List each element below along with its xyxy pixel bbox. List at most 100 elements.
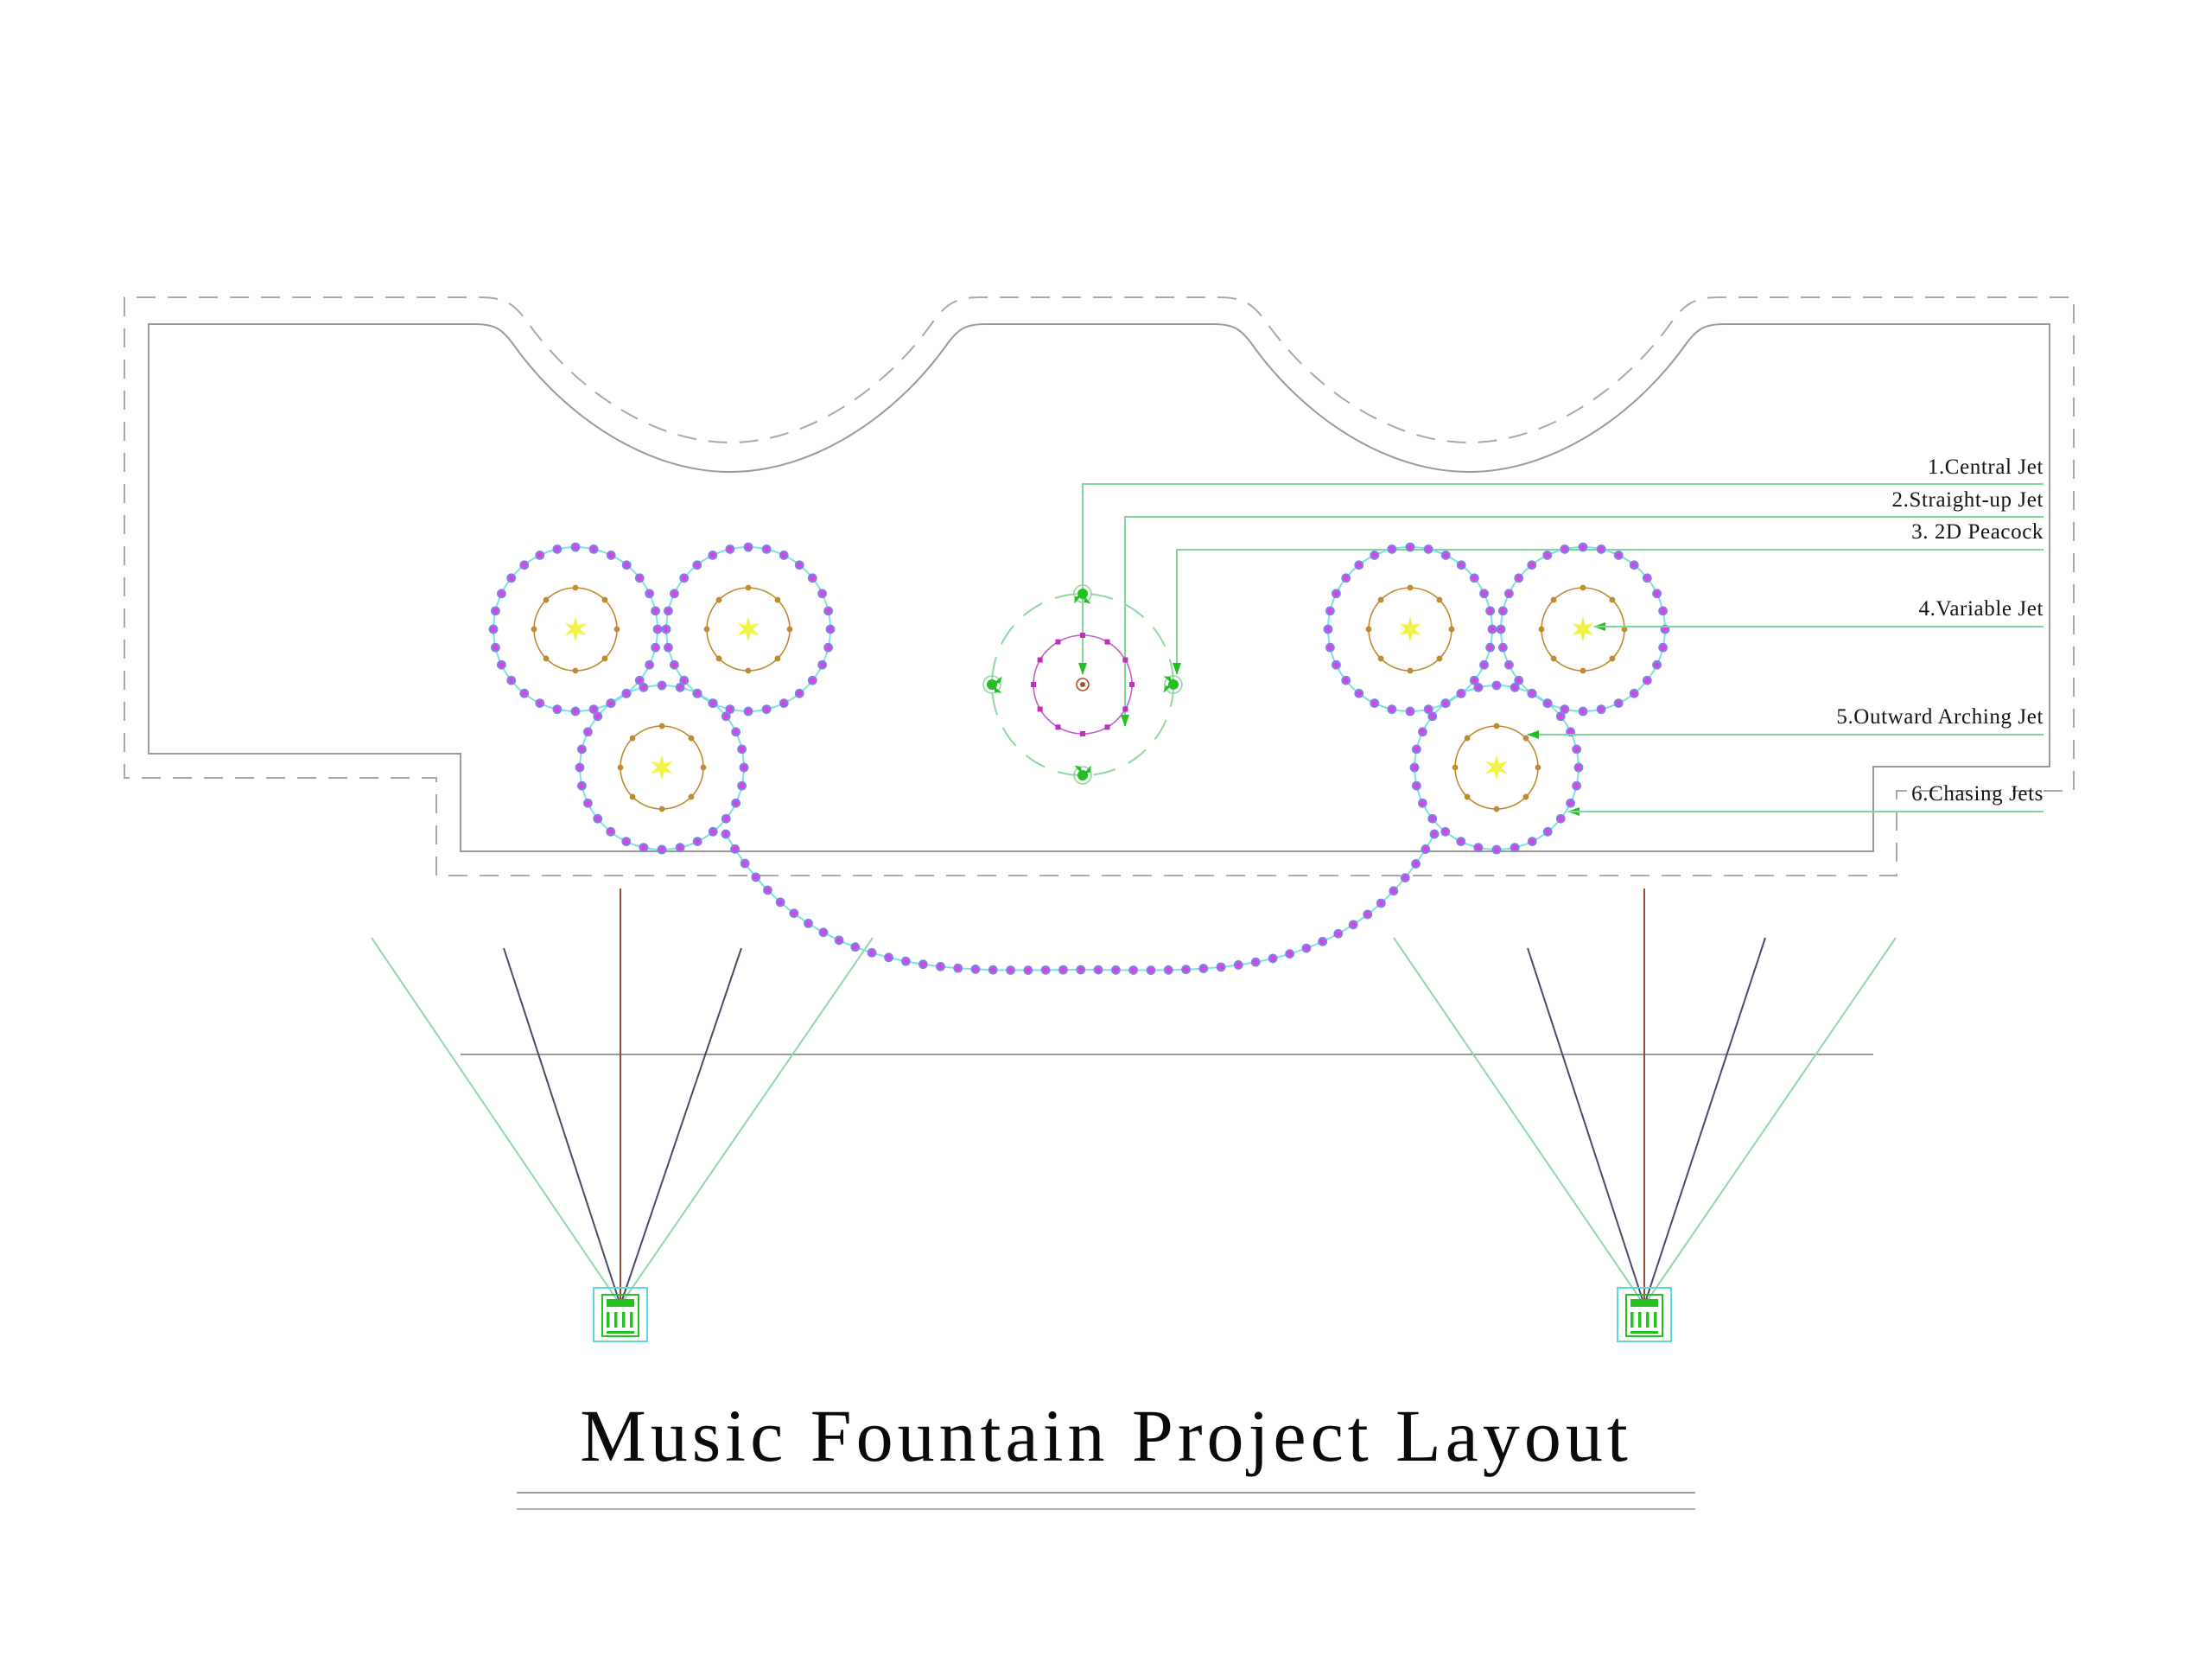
leader-central-jet [1078,483,1797,675]
fountain-ring-left-upper-right [661,542,836,717]
inner-ring-nozzle [715,655,722,662]
outer-ring-nozzle [1487,624,1497,634]
outer-ring-nozzle [670,589,679,599]
outer-ring-nozzle [575,762,585,773]
fountain-ring-left-lower [575,680,749,855]
chasing-jet-nozzle [763,885,772,895]
equipment-box-outline [593,1287,648,1342]
outer-ring-nozzle [725,704,735,715]
outer-ring-nozzle [1560,704,1570,715]
inner-ring-nozzle [572,667,579,674]
chasing-jet-nozzle [953,963,963,973]
chasing-jet-nozzle [988,965,998,975]
chasing-jet-nozzle [1040,965,1051,975]
inner-ring-nozzle [1550,596,1557,603]
equipment-slider-icon [1654,1312,1657,1328]
chasing-jet-nozzle [818,927,829,938]
inner-ring-nozzle [617,764,624,771]
legend-leader-lines [1078,483,2044,816]
outer-ring-nozzle [593,813,603,824]
inner-ring-nozzle [1452,764,1459,771]
beam-green-left-outer-r [620,937,874,1306]
outer-ring-nozzle [1473,843,1484,853]
outer-ring-nozzle [621,837,632,846]
chasing-jet-nozzle [1006,965,1015,975]
central-ring-nozzle [1104,724,1110,730]
outer-ring-nozzle [1469,675,1479,685]
outer-ring-nozzle [1629,560,1639,570]
inner-ring-nozzle [1493,723,1500,729]
leader-straight-up-jet [1121,516,1737,727]
outer-ring-nozzle [639,843,649,853]
right-control-box[interactable] [1617,1287,1672,1342]
node-halo [1164,675,1183,694]
inner-ring-nozzle [601,596,608,603]
central-fountain-feature [982,584,1183,785]
central-east-node [1163,675,1183,694]
outer-ring-nozzle [708,826,718,837]
left-control-box[interactable] [593,1287,648,1342]
chasing-jet-nozzle [850,942,861,952]
outer-ring-nozzle [779,551,789,560]
equipment-base-bar-icon [1630,1331,1658,1334]
outer-ring-nozzle [1510,843,1520,853]
central-ring-nozzle [1129,682,1135,687]
outer-ring-nozzle [1370,551,1380,560]
central-ring-nozzle [1037,706,1043,712]
outer-ring-nozzle [1642,675,1652,685]
chasing-jet-nozzle [1023,965,1033,975]
inner-ring-nozzle [1621,626,1628,633]
chasing-jet-nozzle [1128,965,1139,975]
outer-ring-nozzle [1427,711,1438,722]
fountain-clusters [488,542,1670,855]
outer-ring-nozzle [1578,706,1588,717]
equipment-slider-icon [614,1312,618,1328]
outer-ring-nozzle [661,624,671,634]
outer-ring-nozzle [825,624,836,634]
outer-ring-nozzle [657,680,667,691]
outer-ring-nozzle [621,689,632,698]
outer-ring-nozzle [807,573,817,583]
beam-green-right-outer-r [1643,937,1897,1306]
outer-ring-nozzle [1418,798,1427,808]
outer-ring-nozzle [1405,706,1415,717]
outer-ring-nozzle [1504,589,1514,599]
outer-ring-nozzle [1427,813,1438,824]
outer-ring-nozzle [1387,544,1397,554]
outer-ring-nozzle [1456,837,1466,846]
outer-ring-nozzle [739,762,749,773]
outer-ring-nozzle [823,642,834,653]
beam-dark-left-r [620,947,742,1306]
chasing-jet-nozzle [884,952,893,963]
inner-ring-nozzle [745,584,752,591]
equipment-slider-icon [630,1312,633,1328]
outer-ring-nozzle [1642,573,1652,583]
outer-ring-nozzle [1323,624,1333,634]
outer-ring-nozzle [606,551,616,560]
equipment-slider-icon [1638,1312,1642,1328]
outer-ring-nozzle [519,688,530,698]
outer-ring-nozzle [675,682,685,692]
beam-dark-left-l [503,947,621,1306]
chasing-jet-nozzle [1400,873,1410,882]
chasing-jet-nozzle [1421,844,1431,854]
outer-ring-nozzle [1542,551,1553,560]
chasing-jet-nozzle [1285,949,1295,959]
equipment-panel-icon [1625,1294,1663,1337]
outer-ring-nozzle [1440,551,1451,560]
legend-label-1: 1.Central Jet [1928,455,2044,479]
outer-ring-nozzle [1354,688,1364,698]
inner-ring-nozzle [1365,626,1372,633]
center-jet-star-icon [651,755,673,780]
inner-ring-nozzle [774,655,781,662]
chasing-jet-nozzle [970,965,981,974]
outer-ring-nozzle [1572,744,1582,755]
outer-ring-nozzle [708,698,718,709]
legend-label-2: 2.Straight-up Jet [1892,488,2044,512]
outer-ring-nozzle [1510,682,1520,692]
outer-ring-nozzle [737,780,747,791]
outer-ring-nozzle [576,780,587,791]
outer-ring-nozzle [807,675,817,685]
chasing-jet-nozzle [1429,829,1440,839]
central-ring-nozzle [1031,682,1036,687]
